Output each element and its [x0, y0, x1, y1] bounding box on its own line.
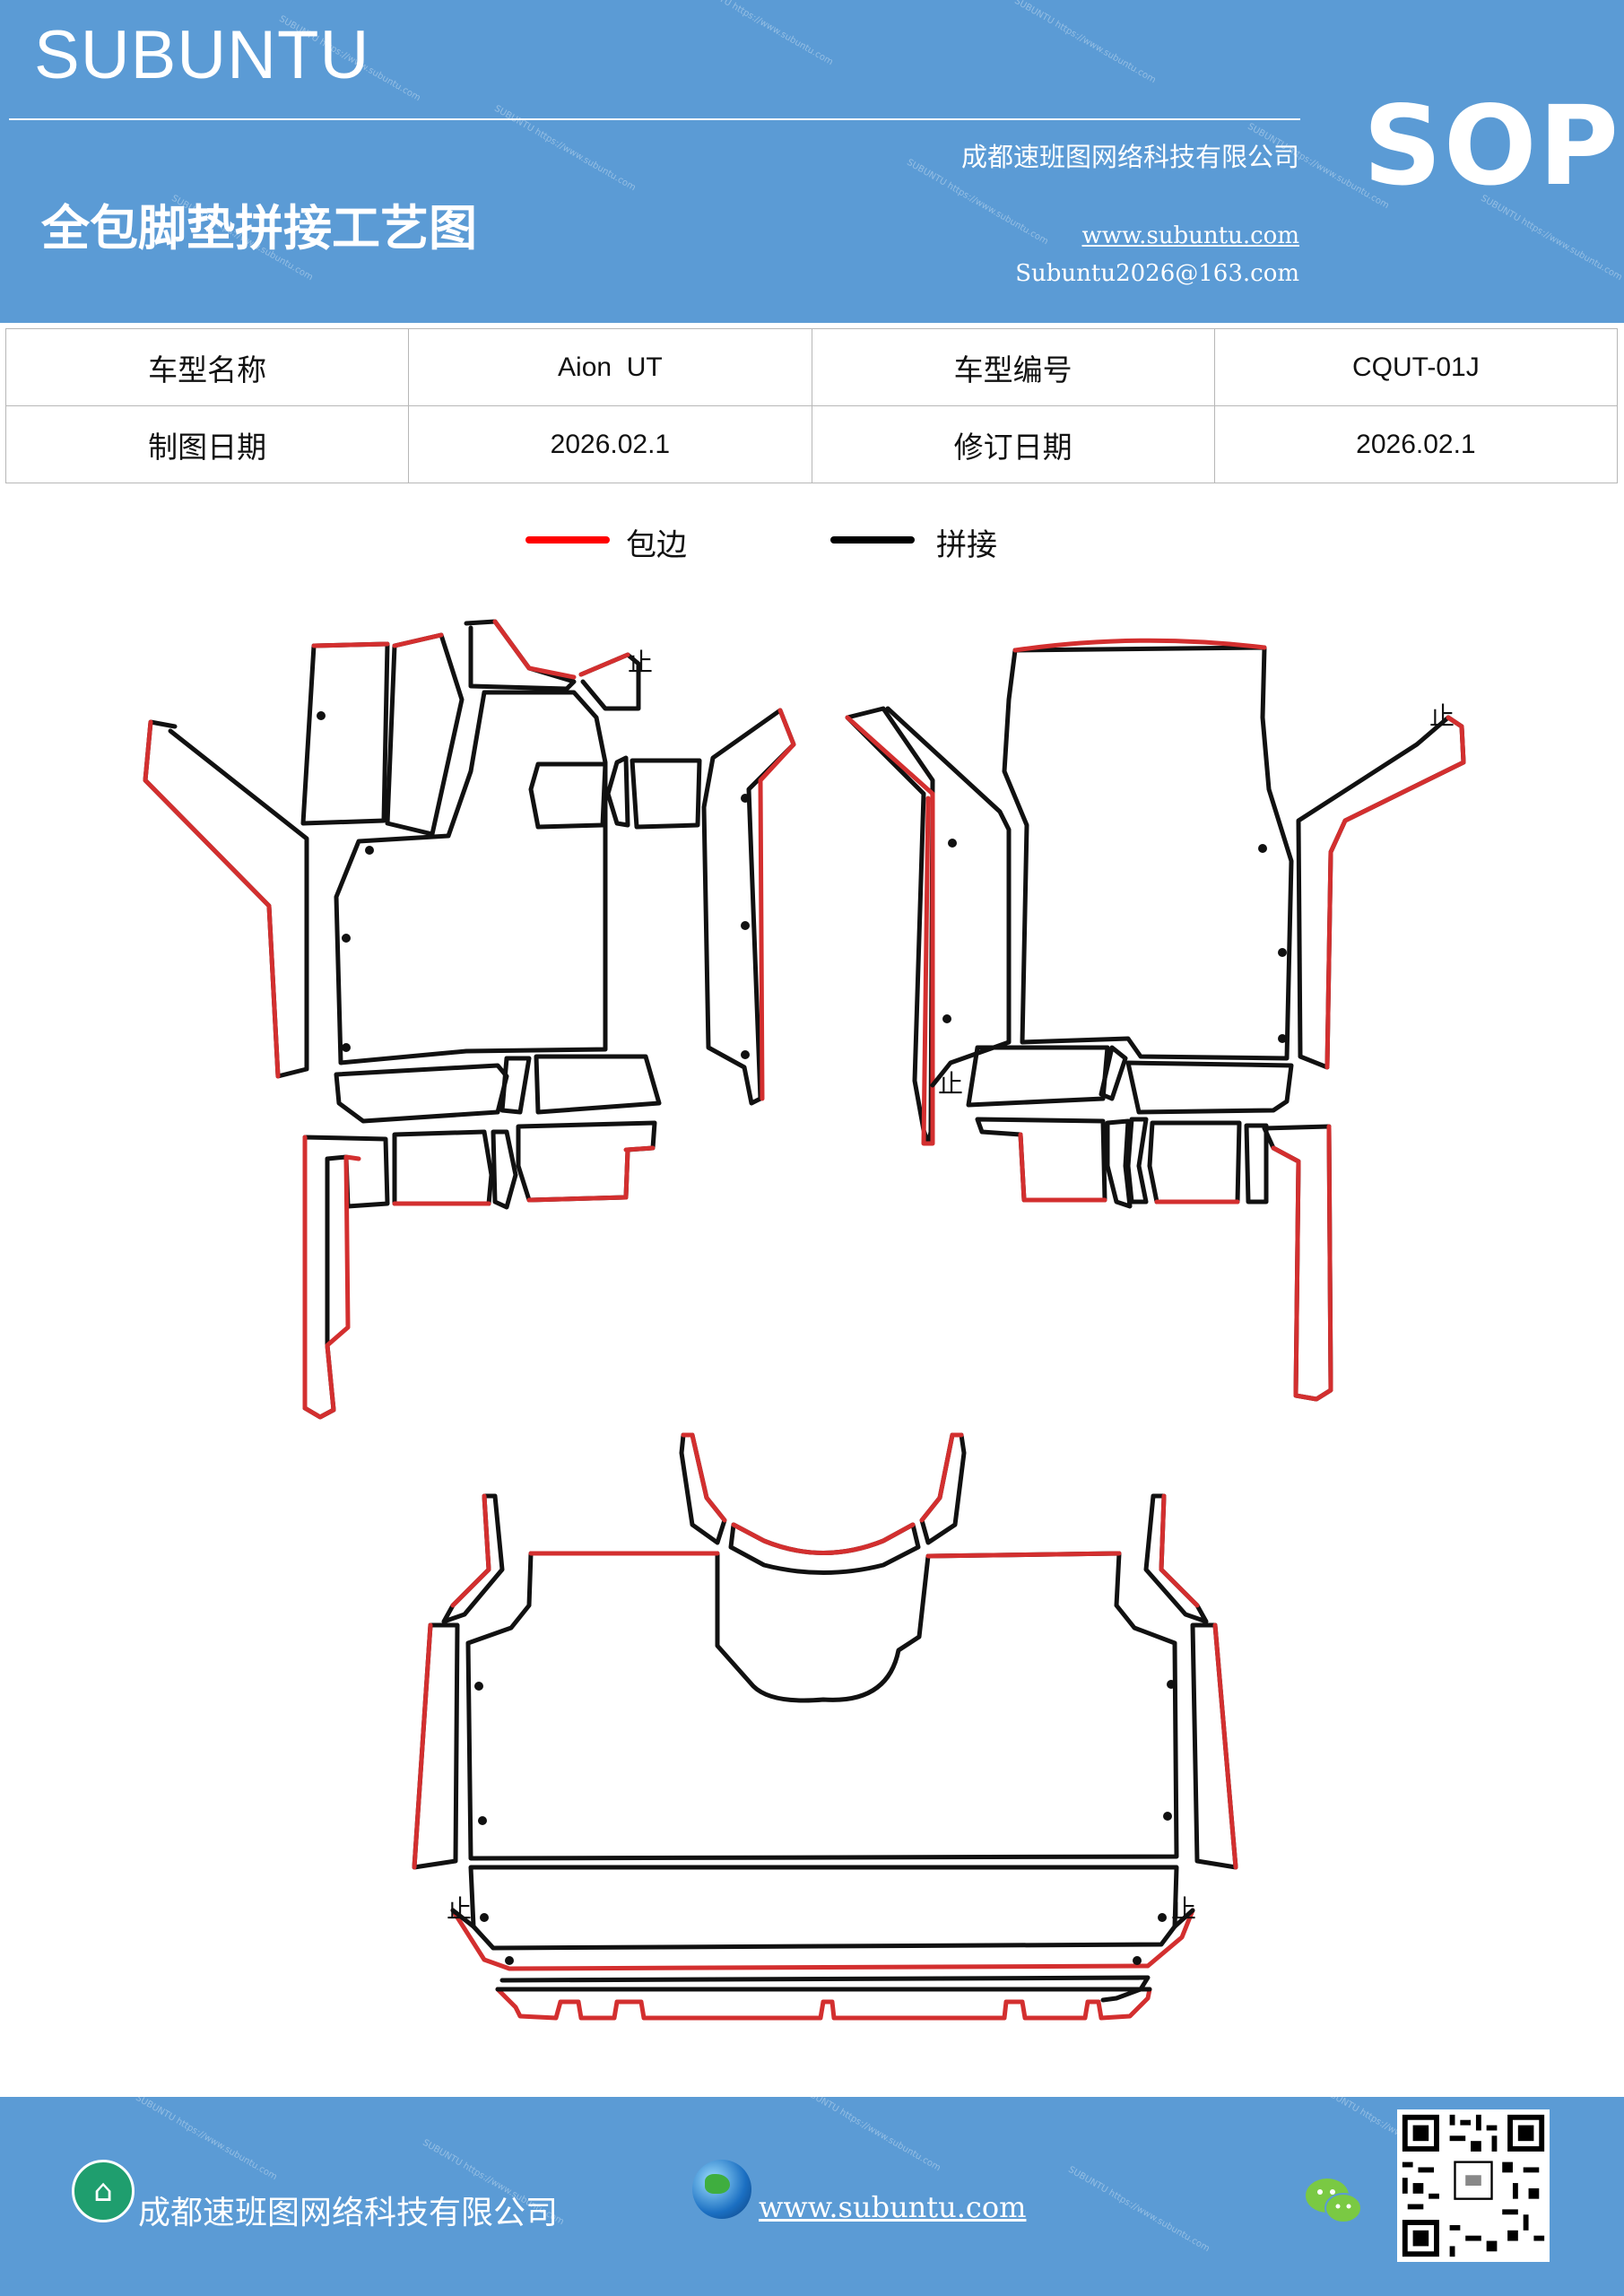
stop-mark: 止	[628, 648, 653, 677]
model-code-label: 车型编号	[811, 328, 1215, 406]
floor-mat-diagram: 止	[143, 619, 1466, 2021]
drawing-date-value: 2026.02.1	[408, 405, 812, 483]
stop-mark: 止	[938, 1069, 963, 1099]
company-name: 成都速班图网络科技有限公司	[960, 142, 1299, 172]
revision-date-value: 2026.02.1	[1213, 405, 1619, 483]
model-name-value: Aion UT	[408, 328, 812, 406]
revision-date-label: 修订日期	[811, 405, 1215, 483]
legend: 包边 拼接	[0, 520, 1624, 574]
vehicle-info-table: 车型名称 Aion UT 车型编号 CQUT-01J 制图日期 2026.02.…	[4, 328, 1619, 483]
footer-company-name: 成都速班图网络科技有限公司	[138, 2195, 559, 2231]
header-banner: SUBUNTU https://www.subuntu.com SUBUNTU …	[0, 0, 1624, 323]
model-name-label: 车型名称	[4, 328, 410, 406]
wechat-icon[interactable]	[1302, 2174, 1365, 2228]
stop-mark: 止	[1429, 701, 1455, 731]
website-link[interactable]: www.subuntu.com	[1081, 222, 1300, 249]
rear-floor-mat-group: 止 止	[412, 1432, 1238, 2021]
page-title: 全包脚垫拼接工艺图	[41, 200, 477, 257]
header-divider	[9, 118, 1300, 120]
right-floor-mat-group: 止 止	[845, 638, 1466, 1402]
legend-swatch-seam	[830, 536, 915, 544]
email-address: Subuntu2026@163.com	[1015, 260, 1299, 287]
footer-website-link[interactable]: www.subuntu.com	[759, 2190, 1027, 2224]
model-code-value: CQUT-01J	[1213, 328, 1619, 406]
brand-name: SUBUNTU	[34, 17, 370, 93]
legend-label-edging: 包边	[626, 527, 687, 563]
left-floor-mat-group: 止	[143, 619, 796, 1420]
table-row: 车型名称 Aion UT 车型编号 CQUT-01J	[4, 328, 1619, 406]
globe-icon	[692, 2160, 751, 2219]
stop-mark: 止	[1171, 1894, 1196, 1924]
qr-code-image	[1397, 2109, 1550, 2262]
stop-mark: 止	[447, 1894, 472, 1924]
drawing-date-label: 制图日期	[4, 405, 410, 483]
footer-banner: SUBUNTU https://www.subuntu.com SUBUNTU …	[0, 2097, 1624, 2296]
building-icon: ⌂	[72, 2160, 135, 2222]
legend-swatch-edging	[525, 536, 610, 544]
table-row: 制图日期 2026.02.1 修订日期 2026.02.1	[4, 405, 1619, 483]
legend-label-seam: 拼接	[936, 527, 997, 563]
sop-badge: SOP	[1363, 83, 1620, 210]
